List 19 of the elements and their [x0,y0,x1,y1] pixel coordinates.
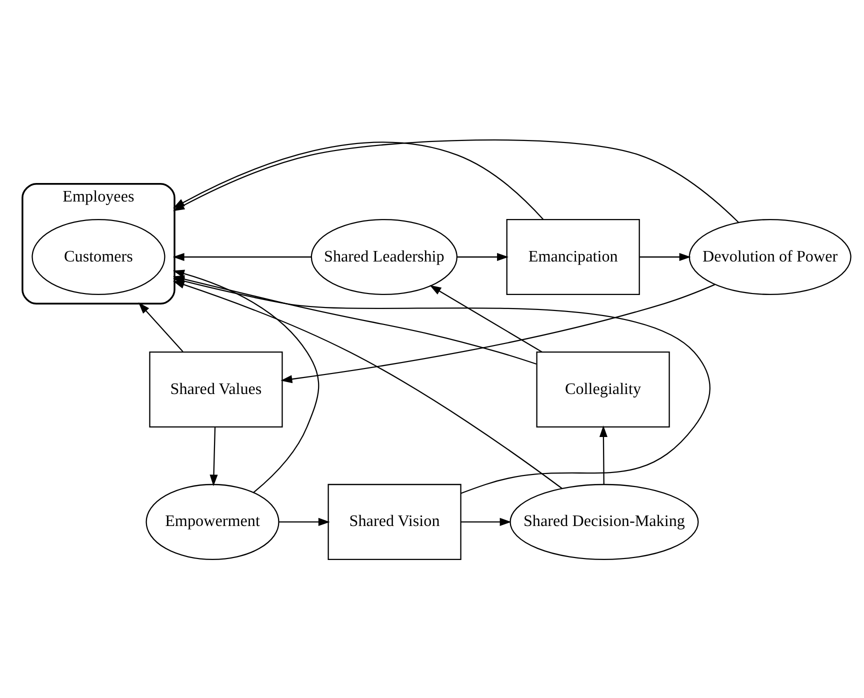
arrow [456,252,509,261]
arrow [138,302,184,352]
arrow [280,284,716,383]
node-box: Shared Values [149,350,283,427]
arrow [460,517,512,526]
arrow [279,517,330,526]
node-ellipse: Empowerment [146,483,280,560]
node-box: Emancipation [506,218,640,294]
arrow [172,252,312,261]
arrow [640,252,691,261]
node-box: Collegiality [536,350,670,427]
node-box: Shared Vision [328,483,462,560]
node-ellipse: Devolution of Power [688,218,852,294]
arrow [172,280,562,488]
node-ellipse: Customers [32,218,166,294]
arrow [210,426,218,486]
arrow [430,284,542,352]
arrow [599,425,608,484]
node-ellipse: Shared Decision-Making [510,483,699,560]
